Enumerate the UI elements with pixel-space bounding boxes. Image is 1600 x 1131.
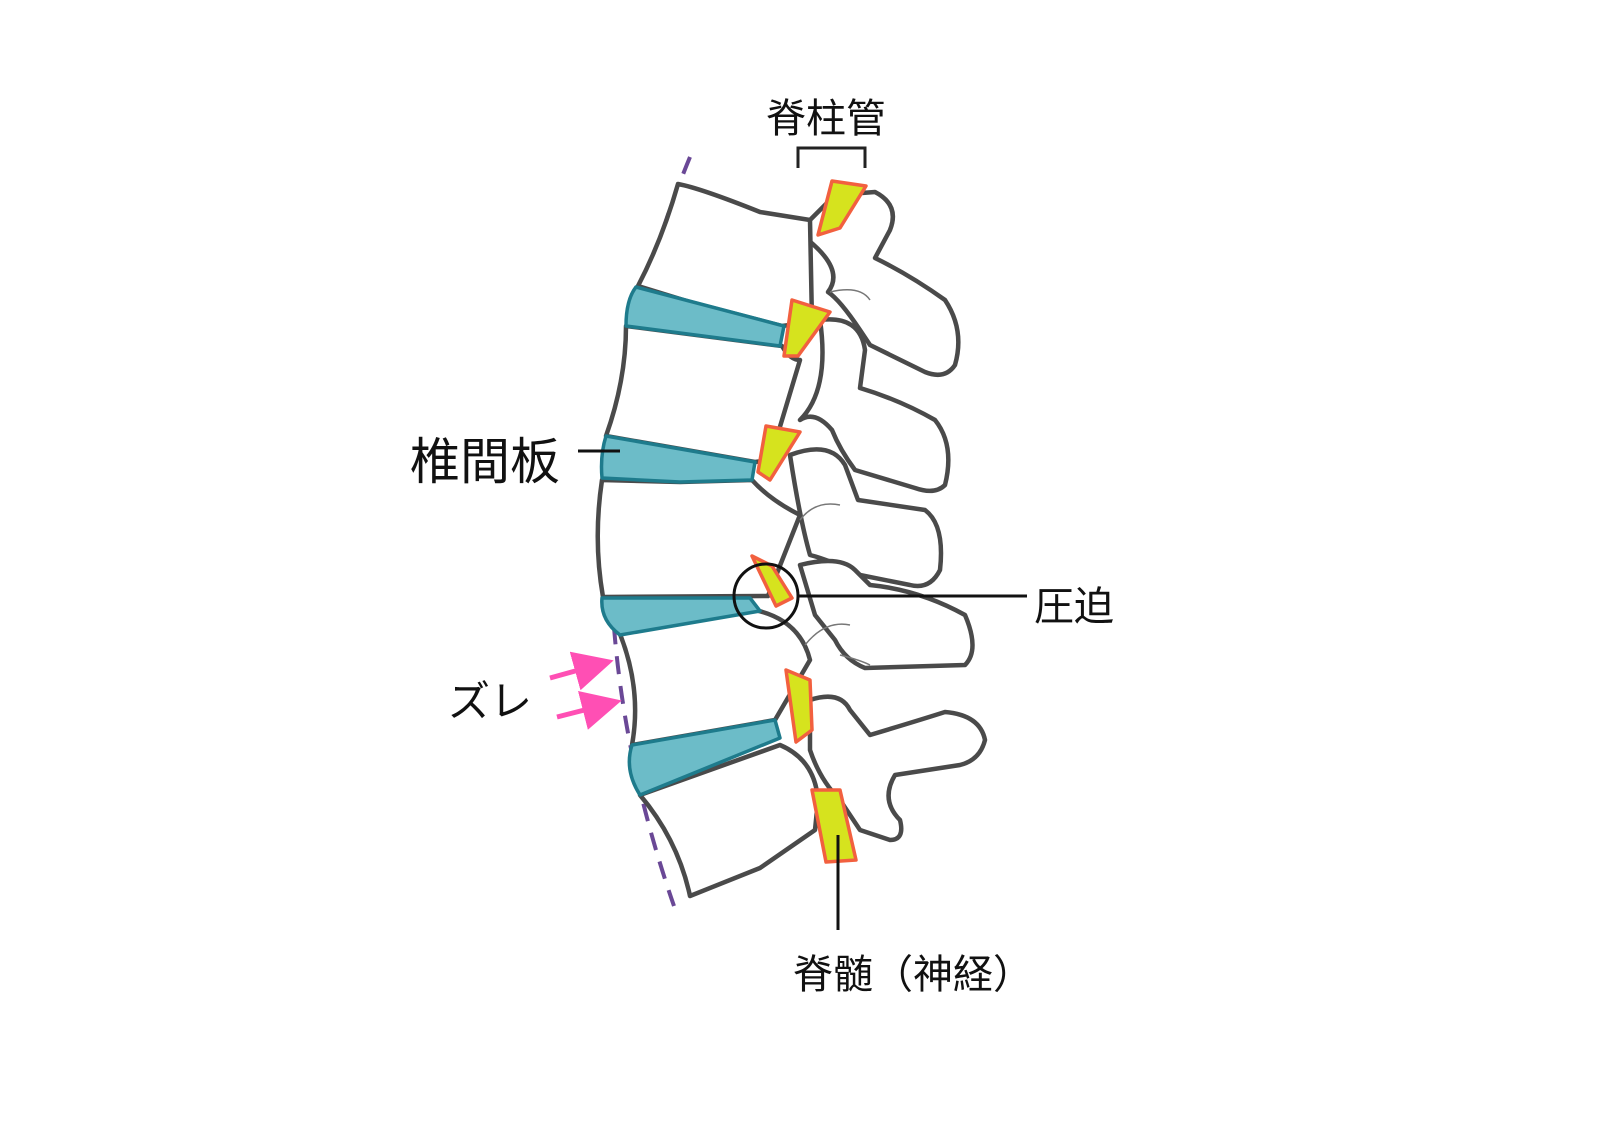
spinal-canal-label: 脊柱管 bbox=[766, 96, 886, 142]
spinal-cord-label: 脊髄（神経） bbox=[793, 952, 1033, 998]
slip-arrow-upper bbox=[549, 651, 614, 691]
slip-arrow-lower bbox=[556, 691, 622, 730]
spinal-cord-segments bbox=[750, 179, 868, 864]
intervertebral-discs bbox=[599, 285, 786, 797]
intervertebral-disc-label: 椎間板 bbox=[410, 433, 560, 491]
slippage-label: ズレ bbox=[448, 677, 533, 726]
facet-detail-lines bbox=[799, 289, 871, 666]
vertebral-bodies bbox=[595, 181, 821, 899]
spinal-canal-bracket bbox=[796, 146, 867, 168]
posterior-processes bbox=[787, 189, 988, 843]
compression-label: 圧迫 bbox=[1034, 584, 1114, 630]
